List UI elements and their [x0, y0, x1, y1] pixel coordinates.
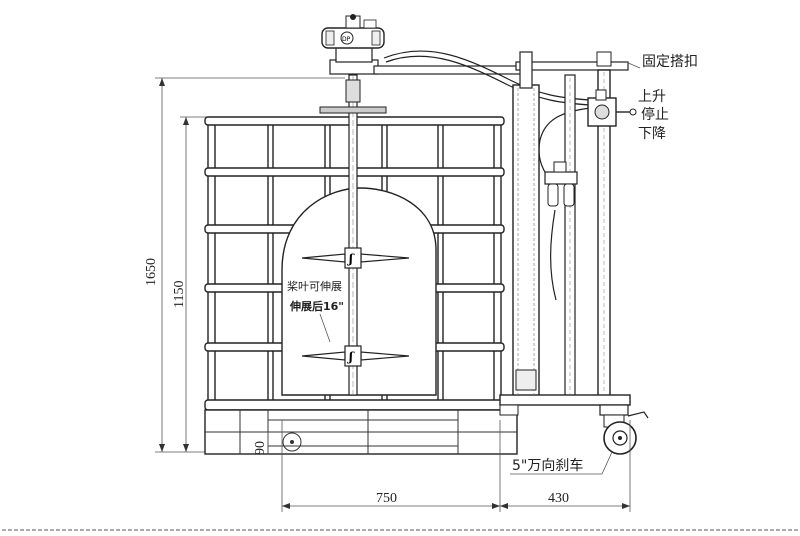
- pallet-base: 90: [204, 409, 518, 455]
- caster-callout: 5"万向刹车: [510, 451, 613, 475]
- dim-1150-label: 1150: [172, 281, 187, 308]
- svg-text:DP: DP: [342, 36, 351, 43]
- expanded-size-label: 伸展后16": [289, 299, 344, 313]
- lifting-column-right: [596, 51, 612, 397]
- blade-expandable-label: 桨叶可伸展: [287, 279, 342, 293]
- lifting-column-mid: [564, 74, 576, 398]
- width-dimension-430: 430: [500, 420, 631, 512]
- valve-stop-label: 停止: [641, 106, 669, 123]
- dim-90-label: 90: [253, 441, 268, 455]
- height-dimension-1150: 1150: [172, 116, 210, 452]
- dim-750-label: 750: [376, 491, 397, 506]
- tank-cutaway: [281, 187, 437, 396]
- fixed-clamp-label: 固定搭扣: [642, 54, 698, 70]
- lower-impeller: ʃ: [301, 345, 410, 367]
- tank-lid-plate: [319, 106, 387, 114]
- agitator-shaft: [345, 74, 361, 396]
- valve-states: 上升 停止 下降: [638, 89, 669, 142]
- lifting-column-left: [512, 51, 540, 398]
- caster-wheel: [599, 404, 649, 455]
- fixed-clamp-callout: 固定搭扣: [625, 54, 698, 70]
- svg-text:ʃ: ʃ: [347, 350, 355, 364]
- svg-text:ʃ: ʃ: [347, 252, 355, 266]
- filter-regulator: [544, 161, 578, 207]
- air-hose: [383, 50, 591, 101]
- valve-up-label: 上升: [638, 89, 666, 105]
- dim-1650-label: 1650: [144, 258, 159, 286]
- control-valve: [587, 89, 637, 127]
- air-motor: DP: [321, 14, 385, 75]
- stand-base: [499, 394, 631, 416]
- valve-down-label: 下降: [638, 126, 666, 142]
- upper-impeller: ʃ: [301, 247, 410, 269]
- height-dimension-1650: 1650: [144, 77, 345, 453]
- support-arm: [373, 61, 629, 75]
- dim-430-label: 430: [548, 491, 569, 506]
- caster-label: 5"万向刹车: [512, 457, 583, 474]
- width-dimension-750: 750: [281, 420, 501, 512]
